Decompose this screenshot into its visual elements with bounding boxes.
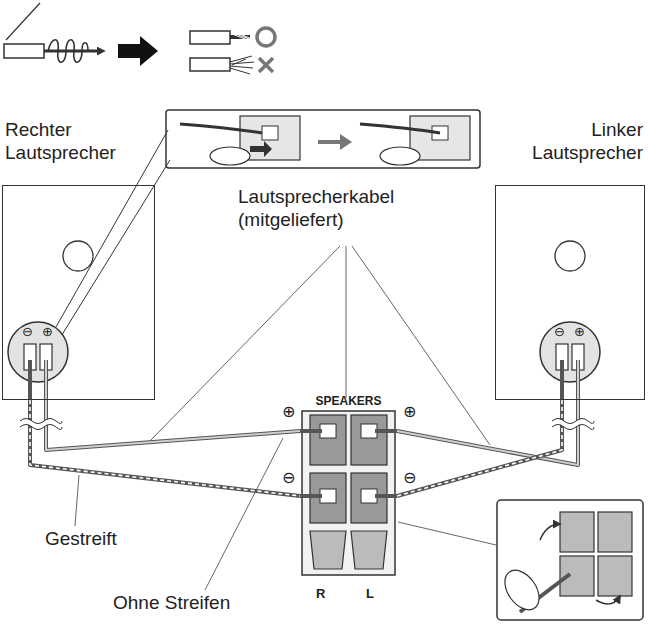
speaker-cable xyxy=(397,400,578,465)
wire-label: Ohne Streifen xyxy=(112,592,231,615)
polarity-mark: ⊖ xyxy=(22,324,33,340)
speaker-cable xyxy=(46,400,300,450)
polarity-mark: ⊖ xyxy=(554,324,565,340)
speaker-cable xyxy=(397,400,562,496)
leader-line xyxy=(75,246,496,590)
cable-label: Lautsprecherkabel (mitgeliefert) xyxy=(238,186,483,232)
cable-stripe xyxy=(30,400,300,496)
polarity-mark: ⊖ xyxy=(281,468,296,487)
lever-inset xyxy=(497,500,643,620)
panel-title: SPEAKERS xyxy=(300,393,397,408)
cable-break-mark xyxy=(20,419,594,430)
speaker-name: Rechter Lautsprecher xyxy=(5,119,137,165)
cable-core xyxy=(46,400,300,450)
cable-stripe xyxy=(397,400,562,496)
cable-core xyxy=(397,400,578,465)
speaker-drawing xyxy=(8,241,600,400)
polarity-mark: ⊕ xyxy=(42,324,53,340)
polarity-mark: ⊕ xyxy=(281,402,296,421)
speaker-box: Linker Lautsprecher xyxy=(495,185,645,400)
wire-twist-illustration xyxy=(4,3,275,74)
terminal-block xyxy=(300,411,397,575)
speaker-cable xyxy=(30,400,300,496)
channel-label: L xyxy=(366,586,374,602)
terminal-panel: SPEAKERS xyxy=(300,393,397,583)
channel-label: R xyxy=(316,586,325,602)
polarity-mark: ⊕ xyxy=(402,402,417,421)
speaker-box: Rechter Lautsprecher xyxy=(2,185,155,400)
polarity-mark: ⊖ xyxy=(402,468,417,487)
speaker-name: Linker Lautsprecher xyxy=(498,119,643,165)
polarity-mark: ⊕ xyxy=(574,324,585,340)
wire-label: Gestreift xyxy=(44,528,118,551)
